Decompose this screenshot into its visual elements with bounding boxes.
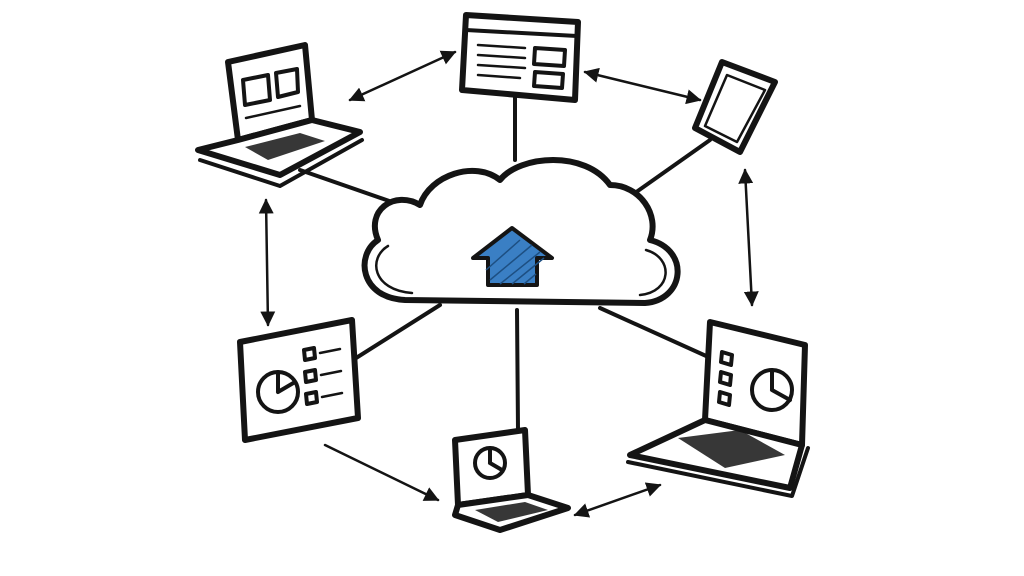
laptop-bottom [452, 427, 571, 533]
connection-line-smartphone [623, 138, 712, 202]
cloud-sketch-line-right [638, 248, 667, 297]
cloud-hub [361, 157, 681, 306]
screen-panel-icon [241, 73, 272, 107]
arrow-phone-to-laptop [738, 168, 759, 307]
cloud-connections [298, 93, 717, 432]
tablet-frame [237, 317, 361, 443]
connection-line-laptop-bottom-right [598, 306, 717, 362]
screen-line [244, 104, 302, 120]
connection-line-laptop-bottom [515, 308, 520, 432]
tablet-left [237, 317, 361, 443]
laptop-edge [626, 446, 810, 498]
laptop-bottom-right [626, 319, 810, 498]
cloud-upload-icon [471, 226, 554, 287]
peer-arrows [258, 50, 759, 518]
checklist-lines [318, 347, 344, 399]
pie-chart-slice [770, 368, 792, 402]
arrow-laptop-to-tablet [258, 198, 276, 327]
cloud-sketch-line [375, 244, 414, 295]
keyboard-icon [475, 502, 548, 522]
phone-screen [703, 73, 767, 144]
keyboard-icon [245, 133, 325, 160]
cloud-shape [361, 157, 681, 306]
browser-title-bar [464, 28, 579, 38]
connection-line-tablet [343, 303, 442, 367]
browser-window-top [459, 12, 581, 103]
checklist-icon [717, 350, 734, 407]
laptop-top-left [195, 42, 364, 188]
pie-chart-slice [488, 446, 504, 472]
browser-image-block [532, 70, 565, 90]
laptop-edge [198, 138, 364, 188]
arrow-laptop-to-laptop [573, 482, 662, 518]
screen-panel-icon [274, 67, 300, 99]
phone-body [692, 59, 778, 155]
keyboard-icon [678, 430, 785, 468]
smartphone-top-right [692, 59, 778, 155]
browser-image-block [532, 46, 567, 68]
arrow-browser-to-phone [583, 67, 702, 105]
checklist-icon [302, 346, 319, 406]
arrow-tablet-to-laptop [323, 443, 440, 502]
pie-chart-slice [276, 370, 297, 394]
browser-text-lines [476, 43, 527, 80]
arrow-laptop-to-browser [348, 50, 457, 102]
arrow-hatching [485, 239, 545, 285]
